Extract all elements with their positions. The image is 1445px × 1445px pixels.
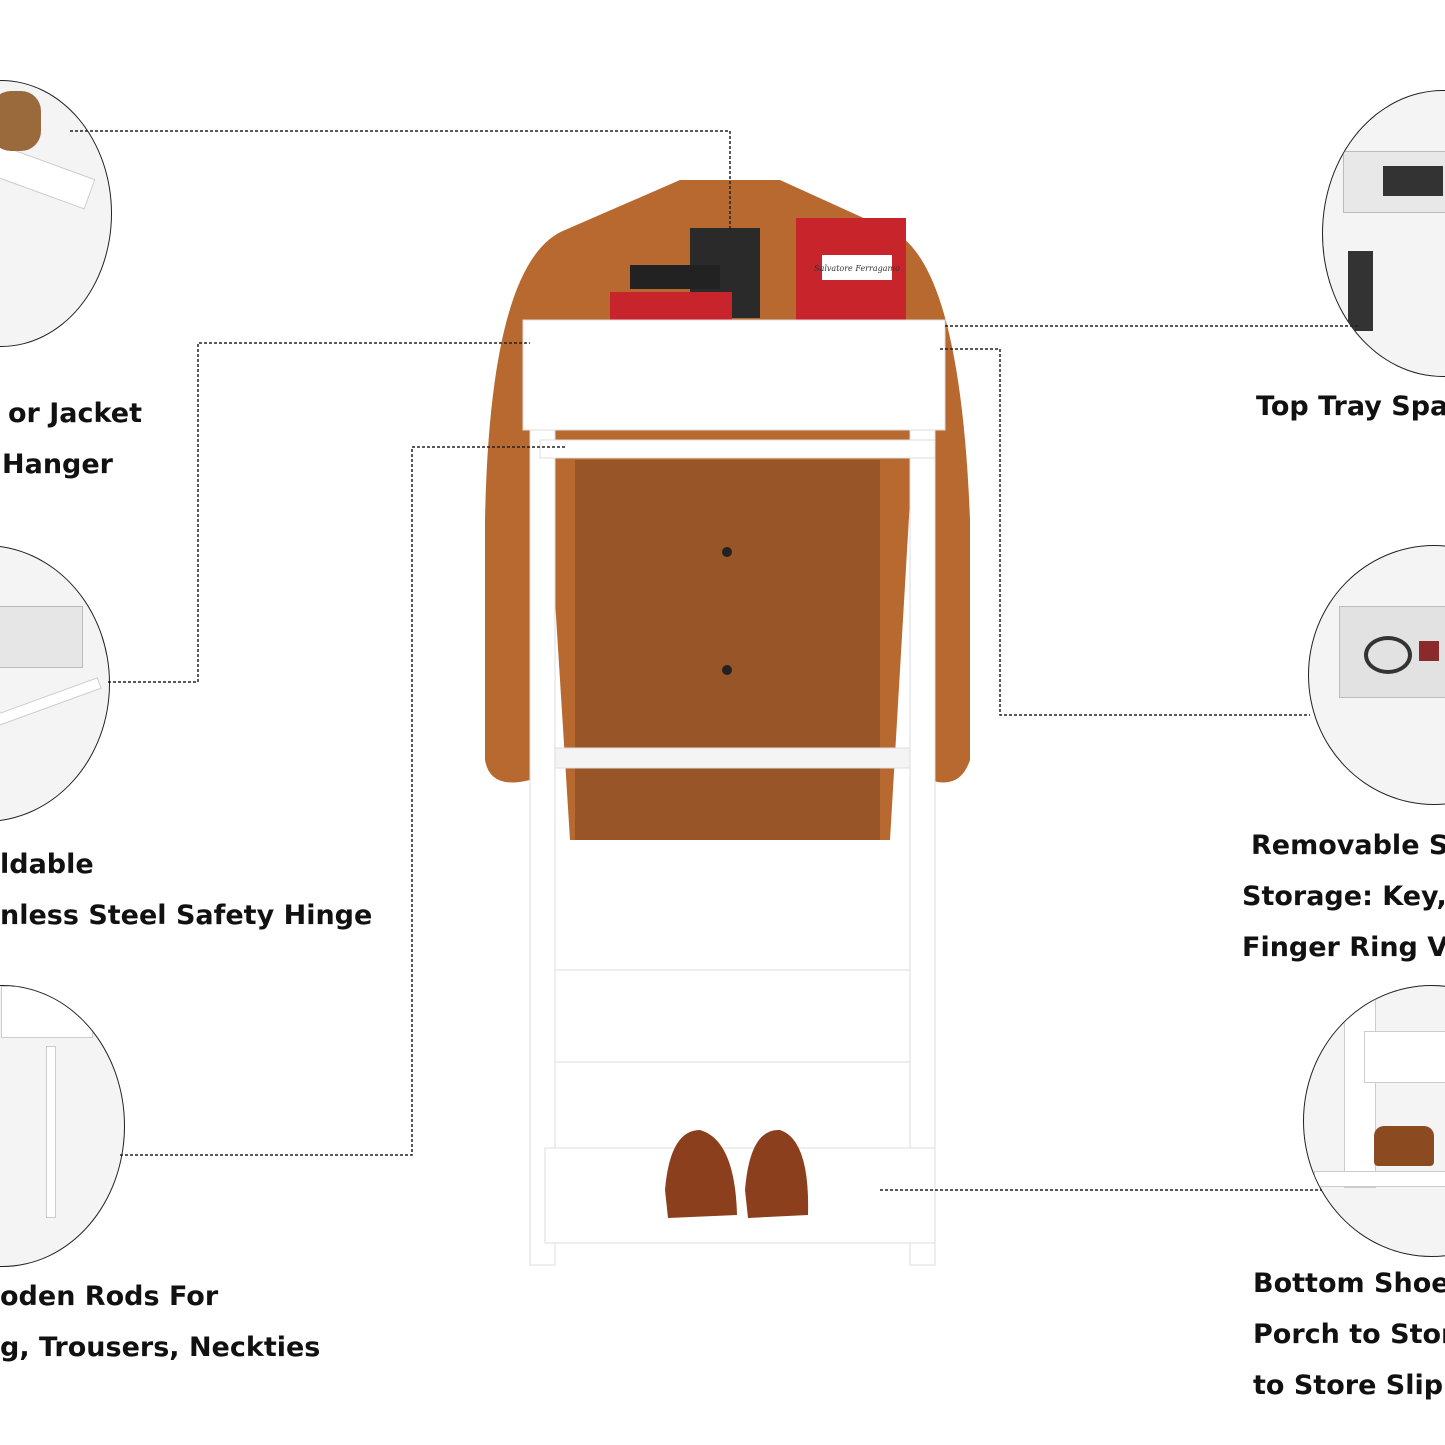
feature-label-rods: oden Rods For g, Trousers, Neckties <box>0 1271 320 1373</box>
label-line: ldable <box>0 849 94 880</box>
label-line: or Jacket <box>8 398 142 429</box>
label-line: Removable Sc <box>1251 830 1445 861</box>
label-line: Storage: Key, <box>1242 881 1445 912</box>
feature-label-storage: Removable Sc Storage: Key, Finger Ring V… <box>1242 820 1445 973</box>
label-line: Porch to Stor <box>1253 1319 1445 1350</box>
shoe-left <box>665 1130 737 1218</box>
svg-text:Salvatore Ferragamo: Salvatore Ferragamo <box>814 264 900 273</box>
feature-label-hinge: ldable nless Steel Safety Hinge <box>0 839 372 941</box>
label-line: nless Steel Safety Hinge <box>0 900 373 931</box>
shoe-right <box>745 1129 809 1218</box>
label-line: Hanger <box>2 449 113 480</box>
feature-label-top-tray: Top Tray Spa <box>1256 381 1445 432</box>
label-line: oden Rods For <box>0 1281 219 1312</box>
leader-lines <box>70 130 1360 1191</box>
label-line: to Store Slipp <box>1253 1370 1445 1401</box>
feature-label-shoe-shelf: Bottom Shoe Porch to Stor to Store Slipp <box>1253 1258 1445 1411</box>
detail-circle-top-tray <box>1322 90 1445 377</box>
label-line: Top Tray Spa <box>1256 391 1445 422</box>
detail-circle-shoe-shelf <box>1303 985 1445 1257</box>
feature-label-hanger: or Jacket Hanger <box>2 388 142 490</box>
label-line: Finger Ring Ve <box>1242 932 1445 963</box>
label-line: g, Trousers, Neckties <box>0 1332 321 1363</box>
label-line: Bottom Shoe <box>1253 1268 1445 1299</box>
